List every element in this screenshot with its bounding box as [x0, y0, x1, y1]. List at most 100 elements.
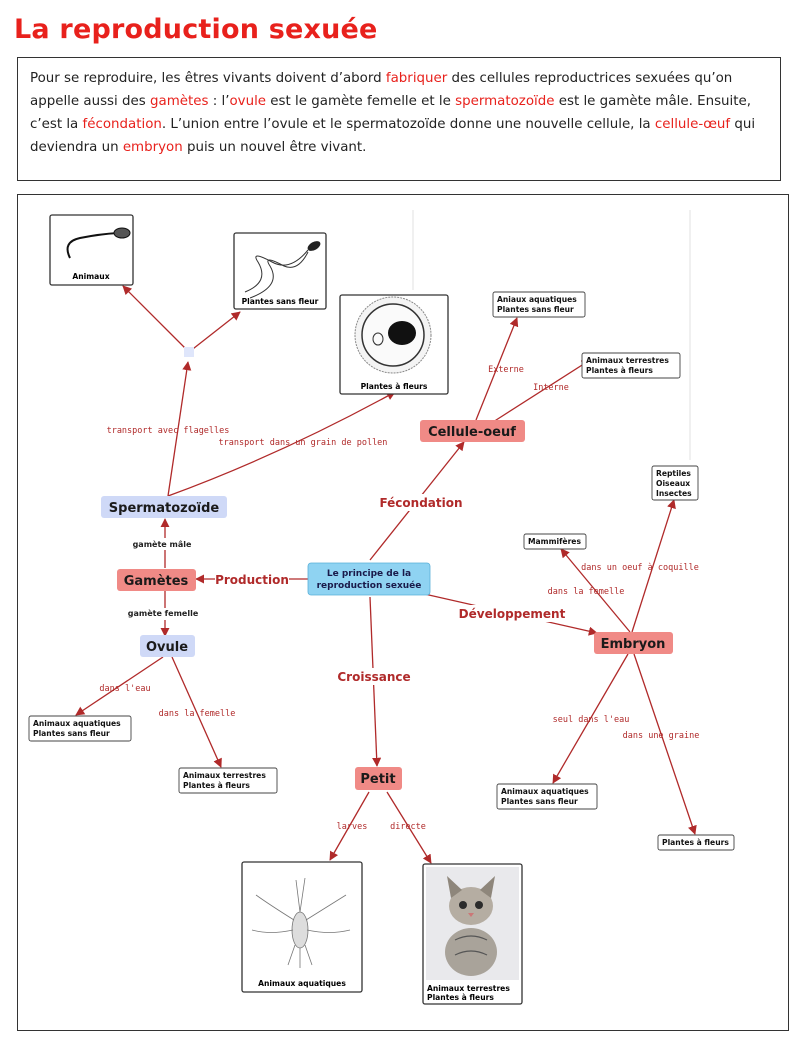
box-emb-aquatiques: [496, 783, 598, 810]
label-bg: [215, 571, 289, 587]
box-text: Plantes sans fleur: [497, 305, 574, 314]
link-label-pollen: transport dans un grain de pollen: [219, 438, 388, 448]
intro-paragraph: Pour se reproduire, les êtres vivants do…: [17, 57, 781, 181]
arrow-larves: [329, 791, 370, 861]
branch-node: [184, 347, 194, 357]
box-ovule-terrestres: [178, 767, 278, 794]
center-node[interactable]: Le principe de la reproduction sexuée: [307, 562, 431, 596]
label-bg: [124, 608, 202, 620]
link-label-gamete-femelle: gamète femelle: [128, 608, 199, 618]
label-bg: [377, 494, 465, 511]
box-emb-plantes: [657, 834, 735, 851]
connector-lines: [75, 285, 697, 864]
link-label-developpement: Développement: [459, 607, 566, 621]
box-text: Animaux aquatiques: [258, 979, 346, 988]
link-label-interne: Interne: [533, 383, 569, 393]
box-text: Oiseaux: [656, 479, 690, 488]
node-embryon[interactable]: [594, 632, 673, 654]
nucleus-icon: [388, 321, 416, 345]
link-label-gamete-male: gamète mâle: [133, 539, 192, 549]
image-box-larve: Animaux aquatiques: [241, 861, 363, 993]
arrow-dans-eau: [75, 656, 164, 716]
arrow-directe: [386, 791, 432, 864]
node-spermatozoide[interactable]: [101, 496, 227, 518]
arrow-reptiles: [631, 499, 676, 633]
box-terrestres-oeuf: [581, 352, 681, 379]
page-title: La reproduction sexuée: [14, 14, 378, 45]
box-text: Animaux terrestres: [586, 356, 669, 365]
node-petit[interactable]: [355, 767, 402, 790]
arrow-graine: [633, 653, 697, 835]
box-ovule-aquatiques: [28, 715, 132, 742]
link-label-seul-eau: seul dans l'eau: [553, 715, 630, 725]
larva-icon: [251, 877, 351, 968]
link-label-directe: directe: [390, 822, 426, 832]
box-text: Plantes à fleurs: [361, 382, 428, 391]
box-text: Animaux terrestres: [183, 771, 266, 780]
image-box-animaux: Animaux: [49, 214, 134, 286]
node-ovule[interactable]: [140, 635, 195, 657]
label-bg: [459, 605, 565, 622]
box-text: Plantes à fleurs: [586, 366, 653, 375]
box-aniaux-aquatiques: [492, 291, 586, 318]
link-label-fecondation: Fécondation: [379, 496, 462, 510]
box-mammiferes: [523, 533, 587, 550]
link-label-emb-femelle: dans la femelle: [548, 587, 625, 597]
link-label-externe: Externe: [488, 365, 524, 375]
node-cellule-oeuf[interactable]: [420, 420, 525, 442]
sperm-head-icon: [113, 227, 131, 239]
box-text: Animaux aquatiques: [501, 787, 589, 796]
image-box-plantes-a-fleurs: Plantes à fleurs: [339, 294, 449, 395]
node-spermatozoide-label: Spermatozoïde: [109, 501, 220, 516]
arrow-to-plantes-sans-fleur: [188, 311, 241, 353]
sperm-tail-icon: [66, 232, 119, 259]
link-label-ovule-femelle: dans la femelle: [159, 709, 236, 719]
arrow-flagelles: [167, 361, 192, 497]
flagella-icon: [244, 249, 309, 293]
kitten-icon: [445, 876, 497, 976]
box-text: Insectes: [656, 489, 692, 498]
link-label-coquille: dans un oeuf à coquille: [581, 563, 699, 573]
box-text: Plantes sans fleur: [501, 797, 578, 806]
link-label-production: Production: [215, 573, 289, 587]
arrow-interne: [492, 359, 591, 423]
link-label-flagelles: transport avec flagelles: [107, 426, 230, 436]
box-text: Plantes à fleurs: [427, 993, 494, 1002]
center-label-1: Le principe de la: [327, 569, 411, 579]
box-text: Reptiles: [656, 469, 691, 478]
center-label-2: reproduction sexuée: [317, 580, 422, 591]
image-box-plantes-sans-fleur: Plantes sans fleur: [233, 232, 327, 310]
arrow-seul-eau: [552, 653, 629, 784]
spore-head-icon: [307, 241, 321, 251]
link-label-croissance: Croissance: [337, 670, 410, 684]
arrow-pollen: [167, 391, 396, 497]
node-gametes[interactable]: [117, 569, 196, 591]
link-label-graine: dans une graine: [623, 731, 700, 741]
box-text: Plantes à fleurs: [183, 781, 250, 790]
flagella-icon: [249, 251, 309, 299]
link-label-dans-eau: dans l'eau: [99, 684, 150, 694]
node-gametes-label: Gamètes: [124, 574, 189, 589]
box-text: Plantes à fleurs: [662, 838, 729, 847]
box-text: Plantes sans fleur: [242, 297, 319, 306]
node-cellule-oeuf-label: Cellule-oeuf: [428, 425, 516, 440]
box-text: Animaux aquatiques: [33, 719, 121, 728]
arrow-externe: [475, 317, 519, 421]
box-text: Animaux: [72, 272, 109, 281]
box-text: Aniaux aquatiques: [497, 295, 577, 304]
node-embryon-label: Embryon: [601, 637, 666, 652]
box-reptiles: [651, 465, 699, 501]
box-text: Animaux terrestres: [427, 984, 510, 993]
box-text: Plantes sans fleur: [33, 729, 110, 738]
label-bg: [335, 668, 413, 685]
link-label-larves: larves: [337, 822, 368, 832]
box-text: Mammifères: [528, 537, 581, 546]
arrow-ovule-femelle: [171, 656, 222, 768]
label-bg: [130, 538, 194, 550]
concept-map-frame: [17, 194, 789, 1031]
arrow-to-animaux: [122, 285, 190, 353]
node-ovule-label: Ovule: [146, 640, 188, 655]
image-box-chaton: Animaux terrestres Plantes à fleurs: [422, 863, 523, 1005]
node-petit-label: Petit: [360, 772, 395, 787]
